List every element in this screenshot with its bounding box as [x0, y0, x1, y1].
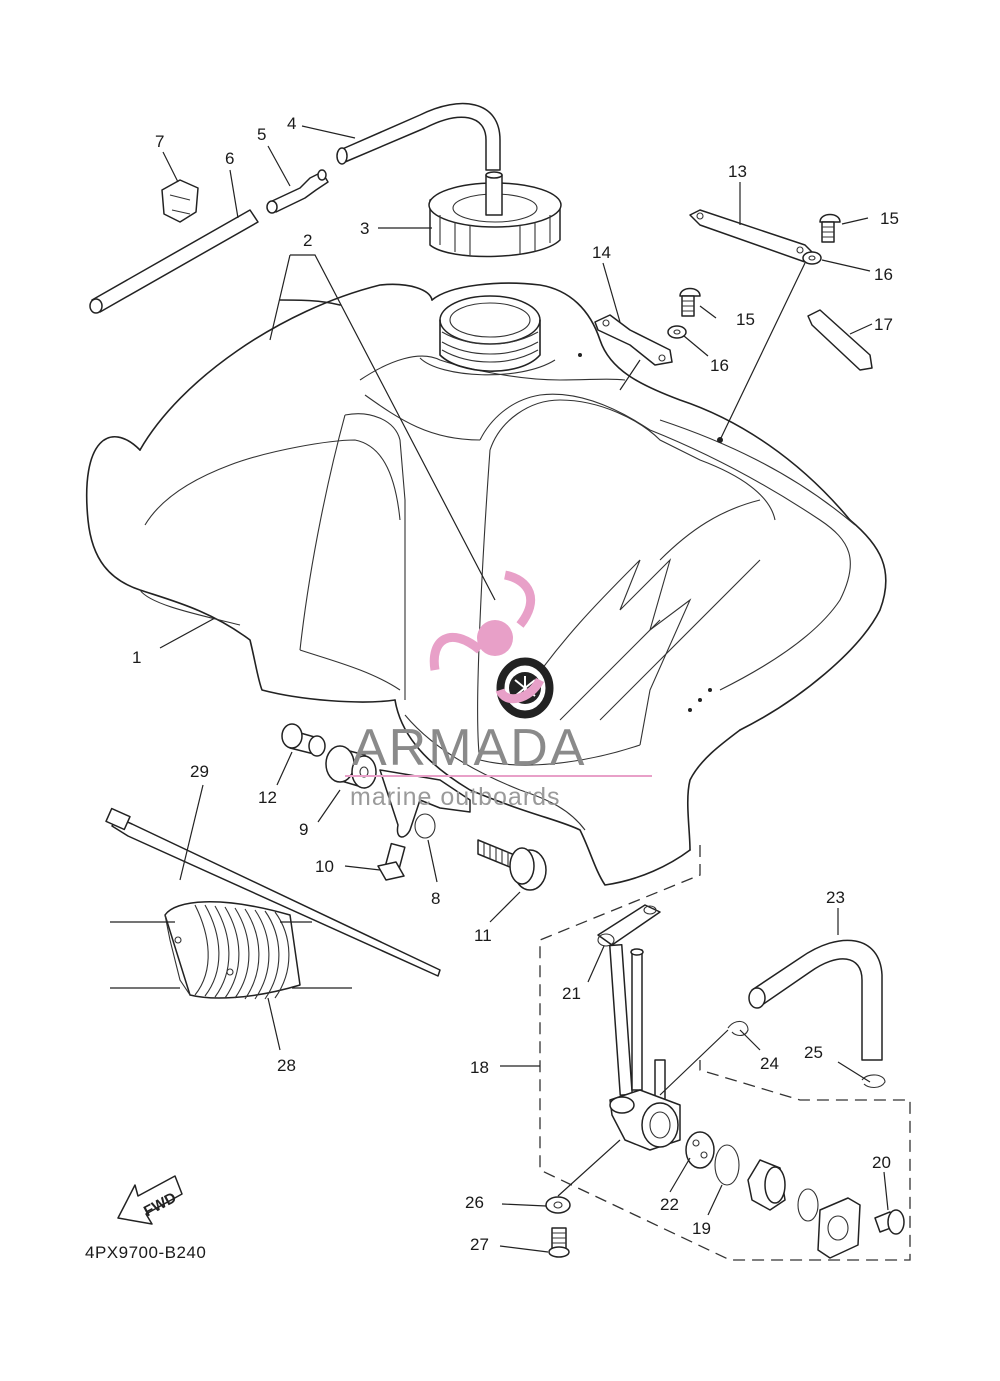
plate-cover: [817, 1197, 861, 1259]
fuel-hose-23: [751, 939, 883, 1061]
callout-29: 29: [190, 762, 209, 781]
callout-5: 5: [257, 125, 266, 144]
callout-8: 8: [431, 889, 440, 908]
callout-10: 10: [315, 857, 334, 876]
o-ring-19: [714, 1144, 740, 1186]
callout-24: 24: [760, 1054, 779, 1073]
clip-24: [727, 1020, 749, 1037]
callout-16-lower: 16: [710, 356, 729, 375]
callout-22: 22: [660, 1195, 679, 1214]
washer-26: [545, 1196, 571, 1214]
bolt-15-lower: [679, 287, 701, 317]
callout-3: 3: [360, 219, 369, 238]
callout-2: 2: [303, 231, 312, 250]
callout-11: 11: [474, 926, 492, 945]
watermark-brand: ARMADA: [352, 719, 586, 777]
bolt-11: [477, 839, 547, 891]
propeller-logo: [429, 570, 545, 704]
plate-13: [689, 209, 816, 263]
diagram-code: 4PX9700-B240: [85, 1243, 206, 1262]
callout-26: 26: [465, 1193, 484, 1212]
callout-25: 25: [804, 1043, 823, 1062]
watermark-subtitle: marine outboards: [350, 783, 561, 811]
fuel-cock-assembly: [597, 904, 681, 1151]
fwd-arrow: FWD: [117, 1175, 183, 1225]
washer-16-upper: [802, 251, 822, 265]
callout-1: 1: [132, 648, 141, 667]
callout-9: 9: [299, 820, 308, 839]
screw-27: [548, 1227, 570, 1258]
callout-4: 4: [287, 114, 296, 133]
check-valve: [266, 169, 329, 214]
callout-13: 13: [728, 162, 747, 181]
bracket-14: [594, 314, 673, 366]
tie-strap-29: [105, 807, 441, 977]
leader-lines: [110, 125, 889, 1253]
bolt-10: [377, 842, 406, 881]
spring-washer: [797, 1188, 819, 1222]
washer-16-lower: [667, 325, 687, 339]
callout-15-upper: 15: [880, 209, 899, 228]
fuel-cock-group-outline: [539, 845, 911, 1261]
callout-19: 19: [692, 1219, 711, 1238]
lever-knob: [747, 1159, 786, 1211]
clip-25: [861, 1074, 886, 1089]
bolt-15-upper: [819, 213, 841, 243]
callout-6: 6: [225, 149, 234, 168]
callout-15-lower: 15: [736, 310, 755, 329]
plate-22: [685, 1131, 715, 1169]
damper-9: [325, 745, 377, 789]
plate-17: [807, 309, 873, 371]
gasket-21: [597, 904, 661, 946]
callout-17: 17: [874, 315, 893, 334]
callout-27: 27: [470, 1235, 489, 1254]
callout-numbers: 1 2 3 4 5 6 7 8 9 10 11 12 13 14 15 15 1…: [132, 114, 899, 1254]
callout-14: 14: [592, 243, 611, 262]
breather-hose: [339, 102, 501, 171]
callout-20: 20: [872, 1153, 891, 1172]
collar-12: [281, 723, 326, 757]
clip-7: [161, 179, 199, 223]
callout-16-upper: 16: [874, 265, 893, 284]
band-8: [379, 769, 471, 838]
watermark: ARMADA marine outboards: [345, 570, 652, 811]
screw-20: [874, 1209, 905, 1235]
hose-6: [91, 209, 259, 313]
callout-21: 21: [562, 984, 581, 1003]
cover-28: [164, 901, 301, 1000]
callout-23: 23: [826, 888, 845, 907]
callout-7: 7: [155, 132, 164, 151]
callout-12: 12: [258, 788, 277, 807]
fuel-cap: [428, 171, 562, 258]
callout-18: 18: [470, 1058, 489, 1077]
callout-28: 28: [277, 1056, 296, 1075]
